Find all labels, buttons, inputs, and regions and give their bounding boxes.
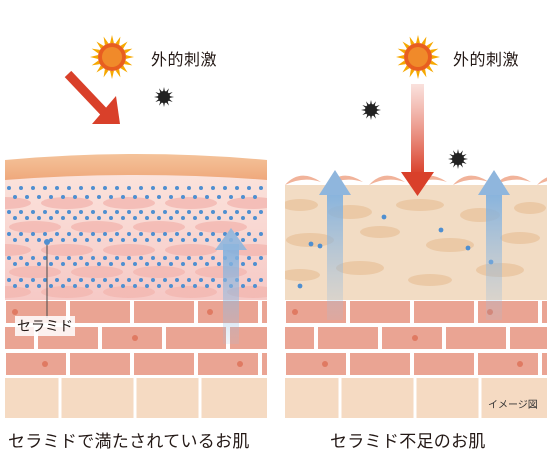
particle-icon bbox=[154, 87, 174, 107]
sun-icon bbox=[90, 35, 134, 79]
stimulus-arrow-right bbox=[401, 84, 434, 196]
brick-layer-right bbox=[285, 299, 547, 377]
moisture-arrow-escape-1 bbox=[319, 170, 351, 320]
brick-layer bbox=[5, 299, 267, 377]
stimulus-arrow-left bbox=[64, 70, 120, 124]
ceramide-dots bbox=[7, 186, 263, 288]
caption-healthy: セラミドで満たされているお肌 bbox=[8, 432, 250, 452]
moisture-arrow-escape-2 bbox=[478, 170, 510, 320]
stimulus-label-left: 外的刺激 bbox=[151, 50, 218, 69]
cell-ovals bbox=[5, 197, 267, 298]
ceramide-dot-highlight bbox=[44, 239, 50, 245]
dry-skin-panel bbox=[285, 170, 547, 418]
image-note: イメージ図 bbox=[488, 400, 538, 411]
skin-surface bbox=[5, 154, 267, 180]
particle-icon bbox=[448, 149, 468, 169]
stimulus-label-right: 外的刺激 bbox=[453, 50, 520, 69]
moisture-arrow bbox=[215, 228, 247, 344]
healthy-skin-panel bbox=[5, 154, 267, 418]
caption-dry: セラミド不足のお肌 bbox=[330, 432, 486, 452]
particle-icon bbox=[361, 100, 381, 120]
ceramide-label: セラミド bbox=[15, 316, 75, 336]
sun-icon bbox=[396, 35, 440, 79]
